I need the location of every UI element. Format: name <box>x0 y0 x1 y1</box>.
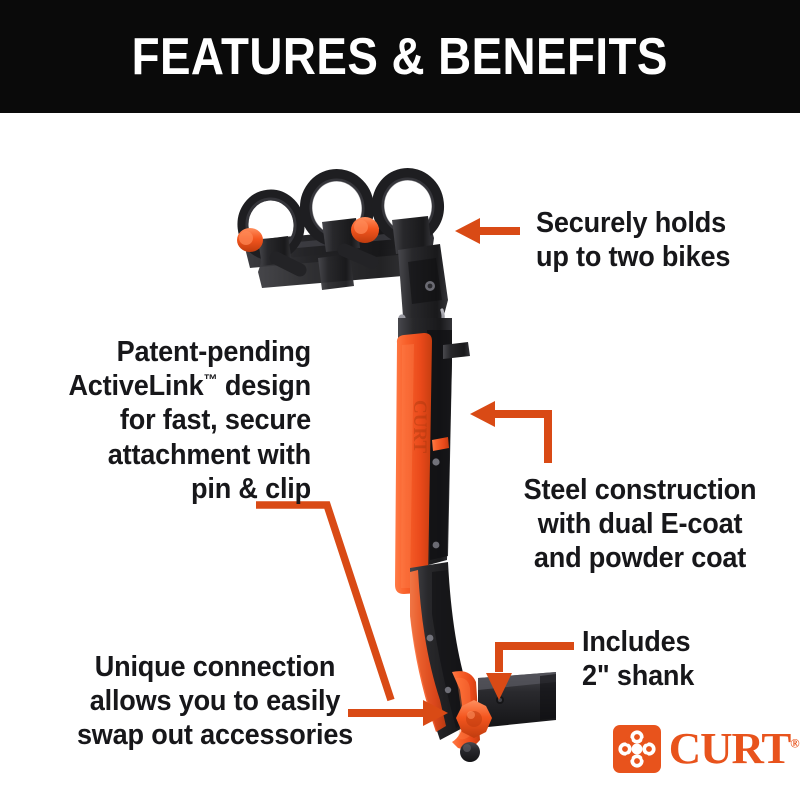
callout-active-line1: Patent-pending <box>116 336 312 368</box>
cradle-knob-left <box>237 228 263 252</box>
callout-active-line5: pin & clip <box>191 472 311 505</box>
callout-active-line3: for fast, secure <box>119 404 311 437</box>
callout-unique-line3: swap out accessories <box>76 719 354 752</box>
callout-steel-line3: and powder coat <box>533 542 747 575</box>
page-title: FEATURES & BENEFITS <box>131 27 669 86</box>
mast-tab <box>443 342 470 359</box>
mast-release-tab <box>432 437 449 451</box>
shank-pin-end <box>460 742 480 762</box>
cradle-blocks <box>258 216 432 290</box>
callout-securely-holds: Securely holds up to two bikes <box>536 206 785 274</box>
orange-mast-cover: CURT <box>395 333 432 594</box>
embossed-curt-logo: CURT <box>409 400 430 453</box>
callout-unique-line2: allows you to easily <box>89 685 341 718</box>
callout-active-line4: attachment with <box>107 438 312 471</box>
callout-bikes-line1: Securely holds <box>536 207 726 239</box>
curt-clover-mark <box>613 725 661 773</box>
callout-active-line2: ActiveLink™ design <box>26 369 311 403</box>
cradle-arms <box>269 243 379 277</box>
activelink-suffix: design <box>217 370 311 403</box>
hinge-assembly <box>398 244 448 330</box>
arm-orange-edge <box>410 570 446 732</box>
curt-wordmark-text: CURT <box>668 724 792 773</box>
header-banner: FEATURES & BENEFITS <box>0 0 800 113</box>
curt-wordmark: CURT® <box>668 724 800 773</box>
registered-symbol: ® <box>790 736 799 751</box>
star-knob <box>456 700 492 738</box>
callout-shank-line1: Includes <box>582 626 691 658</box>
callout-includes-shank: Includes 2" shank <box>582 625 786 693</box>
callout-steel-line2: with dual E-coat <box>537 508 743 541</box>
curt-logo: CURT® <box>612 724 800 774</box>
callout-unique-line1: Unique connection <box>94 651 336 683</box>
callout-bikes-line2: up to two bikes <box>536 241 731 274</box>
cradle-knob-center <box>351 217 379 243</box>
activelink-name: ActiveLink <box>68 370 204 403</box>
svg-text:CURT: CURT <box>409 400 430 453</box>
trademark-symbol: ™ <box>203 372 218 389</box>
callout-steel-construction: Steel construction with dual E-coat and … <box>493 473 788 576</box>
callout-steel-line1: Steel construction <box>523 474 757 506</box>
callout-unique-connection: Unique connection allows you to easily s… <box>58 650 372 753</box>
callout-shank-line2: 2" shank <box>582 660 695 693</box>
callout-activelink-design: Patent-pending ActiveLink™ design for fa… <box>26 335 311 506</box>
